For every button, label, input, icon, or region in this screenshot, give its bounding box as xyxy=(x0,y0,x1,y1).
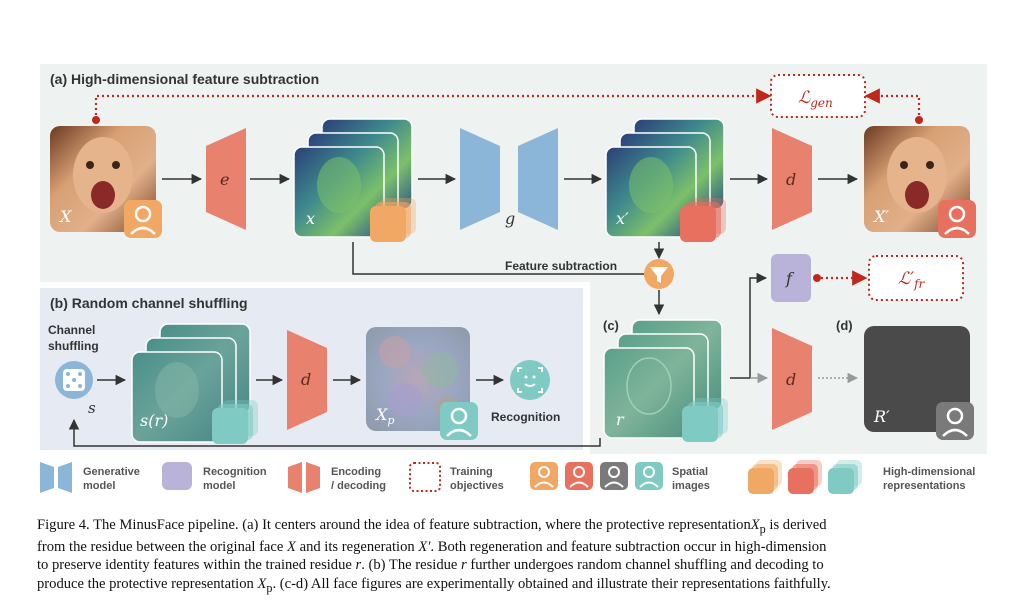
legend-recognition-1: Recognition xyxy=(203,466,267,478)
X-label: X xyxy=(58,207,72,226)
R-prime-label: R′ xyxy=(873,407,890,426)
caption-line-1: Figure 4. The MinusFace pipeline. (a) It… xyxy=(37,517,827,536)
d-label-panel-b: d xyxy=(301,370,311,389)
caption-line-4: produce the protective representation Xp… xyxy=(37,575,831,595)
legend-encoding-1: Encoding xyxy=(331,466,381,478)
legend-highdim-2: representations xyxy=(883,480,966,492)
legend-training-1: Training xyxy=(450,466,493,478)
lfr-dot xyxy=(813,274,821,282)
recognition-label: Recognition xyxy=(491,410,560,424)
x-prime-label: x′ xyxy=(616,209,629,228)
legend-generative-icon xyxy=(40,462,72,493)
lfr-label: ℒ′fr xyxy=(898,269,926,291)
X-prime-label: X′ xyxy=(872,207,889,226)
minusface-pipeline-diagram: (a) High-dimensional feature subtraction… xyxy=(40,64,987,494)
legend-spatial-1: Spatial xyxy=(672,466,708,478)
dice-icon xyxy=(55,361,93,399)
legend-recognition-2: model xyxy=(203,480,235,492)
e-label: e xyxy=(220,170,229,189)
feature-stack-x: x xyxy=(293,118,416,242)
panel-b-title: (b) Random channel shuffling xyxy=(50,295,248,311)
d-label-bottom: d xyxy=(786,370,796,389)
legend-spatial-2: images xyxy=(672,480,710,492)
f-label: f xyxy=(785,269,795,288)
legend: Generative model Recognition model Encod… xyxy=(40,460,975,494)
x-label: x xyxy=(306,209,315,228)
caption-line-3: to preserve identity features within the… xyxy=(37,557,824,574)
lgen-box xyxy=(770,74,866,118)
lgen-label: ℒgen xyxy=(798,88,833,110)
channel-shuffling-label-1: Channel xyxy=(48,323,95,337)
lgen-dot-right xyxy=(915,116,923,124)
panel-a-title: (a) High-dimensional feature subtraction xyxy=(50,71,319,87)
g-label: g xyxy=(505,209,515,228)
caption-line-2: from the residue between the original fa… xyxy=(37,539,827,556)
figure-caption: Figure 4. The MinusFace pipeline. (a) It… xyxy=(37,516,989,597)
residue-stack-r: r xyxy=(603,319,728,442)
shuffled-stack-s-r: s(r) xyxy=(131,323,258,444)
lfr-box xyxy=(868,255,964,301)
legend-highdim-icons xyxy=(748,460,862,494)
legend-spatial-icons xyxy=(530,462,663,490)
legend-generative-1: Generative xyxy=(83,466,140,478)
channel-shuffling-label-2: shuffling xyxy=(48,339,99,353)
legend-encoding-icon xyxy=(288,462,320,493)
red-face-icon xyxy=(938,200,976,238)
feature-subtraction-line xyxy=(352,242,645,275)
recognition-model-f xyxy=(771,254,811,302)
loop-r-to-s xyxy=(68,418,601,447)
feature-subtraction-label: Feature subtraction xyxy=(505,259,617,273)
s-label: s xyxy=(88,399,96,417)
encoder-e xyxy=(206,128,246,230)
generative-model-g: g xyxy=(460,128,558,230)
arrow-r-to-f xyxy=(730,272,768,379)
panel-c-label: (c) xyxy=(603,318,619,333)
d-label-top: d xyxy=(786,170,796,189)
legend-generative-2: model xyxy=(83,480,115,492)
feature-stack-x-prime: x′ xyxy=(605,118,726,242)
legend-encoding-2: / decoding xyxy=(331,480,386,492)
filter-icon xyxy=(644,259,674,289)
face-recognition-icon xyxy=(510,360,550,400)
legend-recognition-icon xyxy=(162,462,192,490)
legend-highdim-1: High-dimensional xyxy=(883,466,975,478)
panel-d-label: (d) xyxy=(836,318,853,333)
s-r-label: s(r) xyxy=(140,411,168,430)
r-label: r xyxy=(616,410,625,429)
legend-training-icon xyxy=(409,462,441,492)
decoder-d-top xyxy=(772,128,812,230)
Xp-label: Xp xyxy=(374,405,394,427)
teal-face-icon xyxy=(440,402,478,440)
gray-face-icon xyxy=(936,402,974,440)
legend-training-2: objectives xyxy=(450,480,504,492)
decoder-d-bottom xyxy=(772,328,812,430)
decoder-d-panel-b xyxy=(287,330,327,430)
lgen-dot-left xyxy=(92,116,100,124)
orange-face-icon xyxy=(124,200,162,238)
